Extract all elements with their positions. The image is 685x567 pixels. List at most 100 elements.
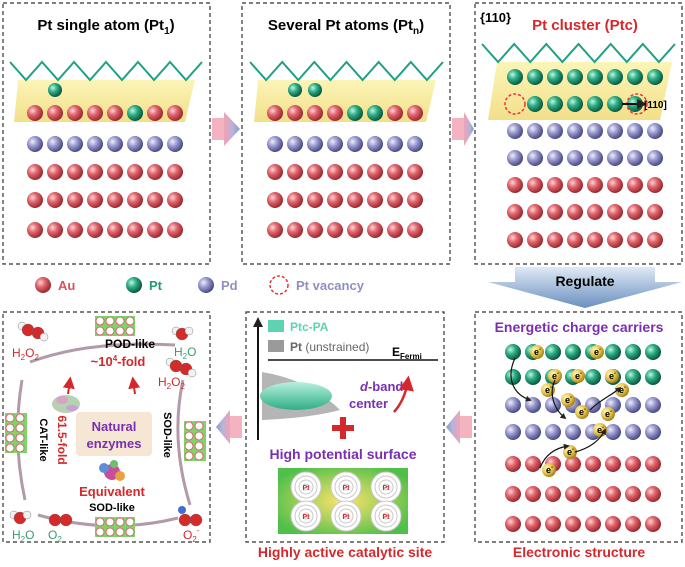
pt-atom (527, 69, 543, 85)
legend-vacancy-swatch (269, 275, 289, 295)
sod-like-right-label: SOD-like (161, 412, 173, 458)
svg-text:e-: e- (609, 371, 616, 381)
pd-atom (167, 136, 183, 152)
au-atom (527, 177, 543, 193)
panel-pt-cluster: {110} Pt cluster (Ptc) [110] (474, 2, 683, 265)
pd-atom (565, 424, 581, 440)
legend-ptc-pa-swatch (268, 320, 284, 332)
panel-single-atom: Pt single atom (Pt1) (2, 2, 211, 265)
cycle-arc-right (176, 379, 192, 506)
au-atom (625, 516, 641, 532)
svg-text:Pt: Pt (343, 514, 351, 521)
pd-atom (585, 397, 601, 413)
au-atom (647, 204, 663, 220)
pt-atom (645, 344, 661, 360)
electron-icon: e- (590, 345, 604, 359)
pd-atom (367, 136, 383, 152)
au-atom (547, 177, 563, 193)
protein-complex-icon (99, 460, 125, 481)
surface-wave (249, 60, 444, 82)
legend-pt-label: Pt (149, 278, 163, 293)
legend-ptc-pa-label: Ptc-PA (290, 320, 329, 334)
au-atom (47, 192, 63, 208)
pd-atom (287, 136, 303, 152)
surface-wave (9, 60, 203, 82)
au-atom (627, 177, 643, 193)
pd-atom (567, 150, 583, 166)
svg-text:e-: e- (567, 447, 574, 457)
au-atom (147, 164, 163, 180)
pd-atom (347, 136, 363, 152)
sod-up-arrow (128, 376, 141, 395)
pod-fold-label: ~104-fold (91, 354, 146, 369)
pt-atom (525, 369, 541, 385)
h2o-molecule-icon (9, 510, 32, 525)
au-atom (645, 486, 661, 502)
legend-au-swatch (35, 277, 51, 293)
pod-up-arrow (62, 376, 75, 395)
svg-text:Pt: Pt (303, 485, 311, 492)
au-atom (527, 204, 543, 220)
legend-pd-label: Pd (221, 278, 238, 293)
h2o2-right: H2O2 (158, 375, 185, 391)
au-atom (47, 222, 63, 238)
au-atom (307, 164, 323, 180)
au-atom (107, 164, 123, 180)
pd-atom (27, 136, 43, 152)
arrow-electronic-to-catalytic (446, 410, 472, 444)
cat-like-label: CAT-like (37, 418, 49, 461)
direction-label: [110] (644, 100, 667, 111)
panel-several-atoms: Several Pt atoms (Ptn) (241, 2, 451, 265)
pd-atom (647, 123, 663, 139)
pt-atom (547, 96, 563, 112)
au-atom (87, 105, 103, 121)
pt-atom (607, 69, 623, 85)
pt-atom (127, 105, 143, 121)
h2o2-molecule-icon (165, 357, 197, 378)
au-atom (327, 105, 343, 121)
pd-atom (587, 123, 603, 139)
au-atom (567, 177, 583, 193)
pd-atom (525, 424, 541, 440)
natural-enzymes-line2: enzymes (87, 436, 142, 451)
regulate-arrow: Regulate (488, 267, 682, 308)
au-atom (565, 486, 581, 502)
au-atom (565, 516, 581, 532)
pt-atom (505, 369, 521, 385)
au-atom (87, 222, 103, 238)
au-atom (27, 164, 43, 180)
h2o2-molecule-icon (17, 321, 49, 342)
panel-catalytic-site: Ptc-PA Pt (unstrained) EFermi d-band cen… (245, 311, 445, 560)
pt-atom (627, 69, 643, 85)
au-atom (47, 164, 63, 180)
au-atom (505, 456, 521, 472)
au-atom (607, 177, 623, 193)
au-atom (67, 164, 83, 180)
arrow-single-to-several (212, 112, 240, 146)
au-atom (267, 192, 283, 208)
h2o-top-right: H2O (174, 345, 196, 361)
electron-icon: e- (571, 369, 585, 383)
au-atom (407, 105, 423, 121)
electronic-heading: Energetic charge carriers (495, 319, 664, 335)
legend-vacancy-label: Pt vacancy (296, 278, 365, 293)
au-atom (47, 105, 63, 121)
pt-site-contour: Pt (370, 500, 402, 532)
protein-structure-icon (52, 395, 80, 413)
pd-atom (387, 136, 403, 152)
facet-label: {110} (480, 10, 511, 25)
pod-like-label: POD-like (105, 337, 155, 351)
au-atom (107, 105, 123, 121)
au-atom (287, 105, 303, 121)
surface-heading: High potential surface (269, 446, 416, 462)
legend-pt-unstrained-swatch (268, 340, 284, 352)
au-atom (367, 222, 383, 238)
pd-atom (647, 150, 663, 166)
pd-atom (587, 150, 603, 166)
au-atom (287, 222, 303, 238)
surface-wave (481, 42, 676, 64)
pd-atom (507, 150, 523, 166)
pt-atom (48, 83, 62, 97)
au-atom (387, 105, 403, 121)
